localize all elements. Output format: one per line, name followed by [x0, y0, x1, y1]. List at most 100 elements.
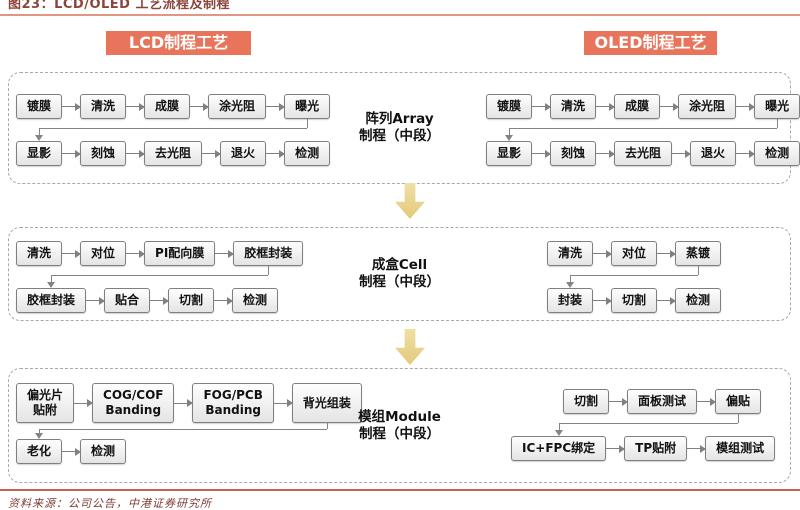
flow-cell-oled: 清洗对位蒸镀封装切割检测 — [547, 241, 722, 313]
section-label-cell: 成盒Cell 制程（中段） — [359, 257, 440, 290]
right-arrow-icon — [266, 149, 286, 158]
flow-array-oled: 镀膜清洗成膜涂光阻曝光显影刻蚀去光阻退火检测 — [486, 94, 800, 166]
process-step: 退火 — [220, 141, 267, 166]
right-arrow-icon — [126, 149, 146, 158]
right-arrow-icon — [736, 102, 756, 111]
process-step: 涂光阻 — [208, 94, 267, 119]
title-divider — [0, 14, 800, 16]
right-arrow-icon — [593, 249, 613, 258]
connector-line — [738, 414, 739, 423]
process-step: 成膜 — [614, 94, 661, 119]
process-step: 检测 — [232, 288, 279, 313]
right-arrow-icon — [697, 397, 717, 406]
flow-row: 镀膜清洗成膜涂光阻曝光 — [16, 94, 331, 119]
process-step: FOG/PCB Banding — [192, 383, 274, 423]
process-step: 检测 — [675, 288, 722, 313]
connector-line — [327, 423, 328, 429]
process-step: 显影 — [16, 141, 63, 166]
right-arrow-icon — [596, 102, 616, 111]
connector-line — [39, 128, 307, 129]
process-step: 涂光阻 — [678, 94, 737, 119]
right-arrow-icon — [687, 444, 707, 453]
process-step: 清洗 — [550, 94, 597, 119]
connector-line — [509, 128, 777, 129]
flow-row: 显影刻蚀去光阻退火检测 — [486, 141, 800, 166]
right-arrow-icon — [596, 149, 616, 158]
figure-title: 图23：LCD/OLED 工艺流程及制程 — [8, 0, 230, 12]
connector-line — [777, 119, 778, 128]
bottom-divider — [0, 489, 800, 491]
process-step: 清洗 — [547, 241, 594, 266]
process-step: 成膜 — [144, 94, 191, 119]
right-arrow-icon — [62, 249, 82, 258]
right-arrow-icon — [532, 149, 552, 158]
connector-line — [51, 275, 52, 283]
right-arrow-icon — [660, 102, 680, 111]
process-step: 刻蚀 — [80, 141, 127, 166]
process-step: 模组测试 — [705, 436, 776, 461]
process-step: COG/COF Banding — [92, 383, 175, 423]
right-arrow-icon — [532, 102, 552, 111]
process-step: TP贴附 — [624, 436, 688, 461]
arrow-head-icon — [566, 282, 574, 288]
connector-line — [307, 119, 308, 128]
connector-line — [51, 275, 268, 276]
process-step: 切割 — [563, 389, 610, 414]
right-arrow-icon — [657, 296, 677, 305]
right-arrow-icon — [126, 249, 146, 258]
down-arrow-icon — [395, 329, 425, 365]
section-array-stage: 镀膜清洗成膜涂光阻曝光显影刻蚀去光阻退火检测 阵列Array 制程（中段） 镀膜… — [8, 72, 800, 184]
right-arrow-icon — [736, 149, 756, 158]
arrow-head-icon — [505, 135, 513, 141]
process-step: 封装 — [547, 288, 594, 313]
connector-line — [558, 423, 560, 431]
process-step: 清洗 — [16, 241, 63, 266]
flow-row: IC+FPC绑定 TP贴附模组测试 — [511, 436, 776, 461]
process-step: 显影 — [486, 141, 533, 166]
arrow-head-icon — [47, 282, 55, 288]
flow-row: 切割面板测试偏贴 — [563, 389, 775, 414]
process-step: 检测 — [284, 141, 331, 166]
right-arrow-icon — [62, 447, 82, 456]
process-step: 蒸镀 — [675, 241, 722, 266]
process-step: 退火 — [690, 141, 737, 166]
connector-line — [570, 275, 698, 276]
arrow-head-icon — [35, 433, 43, 439]
process-step: 曝光 — [754, 94, 800, 119]
connector-line — [39, 429, 40, 434]
process-step: 胶框封装 — [16, 288, 87, 313]
process-step: 切割 — [611, 288, 658, 313]
right-arrow-icon — [62, 149, 82, 158]
connector-line — [509, 128, 510, 136]
connector-line — [39, 128, 40, 136]
right-arrow-icon — [606, 444, 626, 453]
process-step: IC+FPC绑定 — [511, 436, 607, 461]
flow-row: 胶框封装贴合切割检测 — [16, 288, 303, 313]
right-arrow-icon — [86, 296, 106, 305]
process-step: 对位 — [611, 241, 658, 266]
process-step: 去光阻 — [614, 141, 673, 166]
process-step: 偏贴 — [715, 389, 762, 414]
connector-line — [558, 423, 738, 424]
lcd-process-header: LCD制程工艺 — [106, 31, 251, 55]
flow-row: 清洗对位蒸镀 — [547, 241, 722, 266]
right-arrow-icon — [214, 296, 234, 305]
right-arrow-icon — [273, 399, 293, 407]
right-arrow-icon — [609, 397, 629, 406]
flow-row: 显影刻蚀去光阻退火检测 — [16, 141, 331, 166]
flow-module-oled: 切割面板测试偏贴 IC+FPC绑定 TP贴附模组测试 — [511, 389, 776, 461]
oled-process-header: OLED制程工艺 — [584, 31, 717, 55]
process-step: 去光阻 — [144, 141, 203, 166]
right-arrow-icon — [672, 149, 692, 158]
right-arrow-icon — [62, 102, 82, 111]
connector-line — [698, 266, 699, 275]
section-label-module: 模组Module 制程（中段） — [358, 408, 441, 442]
right-arrow-icon — [266, 102, 286, 111]
process-step: 面板测试 — [627, 389, 698, 414]
